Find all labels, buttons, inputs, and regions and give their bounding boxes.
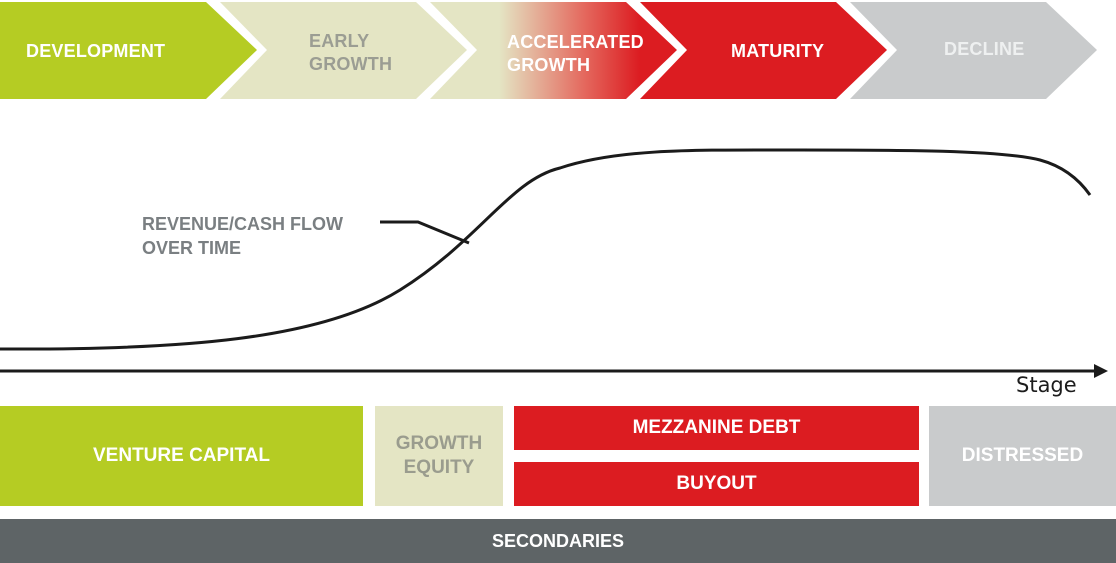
stage-label-early-growth: EARLY GROWTH (309, 31, 393, 74)
buyout-box: BUYOUT (514, 462, 919, 506)
stage-label-development: DEVELOPMENT (26, 41, 166, 61)
stage-label-accelerated-growth: ACCELERATED GROWTH (507, 32, 644, 75)
stage-arrow-decline (850, 2, 1097, 99)
curve-leader-line (380, 220, 470, 245)
revenue-curve-label: REVENUE/CASH FLOW OVER TIME (142, 214, 344, 258)
stage-label-maturity: MATURITY (731, 41, 825, 61)
stage-axis-arrowhead (1094, 364, 1108, 378)
distressed-box: DISTRESSED (929, 406, 1116, 506)
growth-equity-box: GROWTH EQUITY (375, 406, 503, 506)
stage-arrows (0, 2, 1097, 99)
stage-arrow-development (0, 2, 257, 99)
stage-arrow-accelerated-growth (430, 2, 677, 99)
revenue-curve (0, 148, 1092, 351)
secondaries-bar: SECONDARIES (0, 519, 1116, 563)
stage-arrow-maturity (640, 2, 887, 99)
venture-capital-box: VENTURE CAPITAL (0, 406, 363, 506)
mezzanine-debt-box: MEZZANINE DEBT (514, 406, 919, 450)
stage-axis-label: Stage (1016, 373, 1077, 397)
revenue-chart (0, 148, 1108, 378)
stage-label-decline: DECLINE (944, 39, 1025, 59)
stage-arrow-early-growth (220, 2, 467, 99)
